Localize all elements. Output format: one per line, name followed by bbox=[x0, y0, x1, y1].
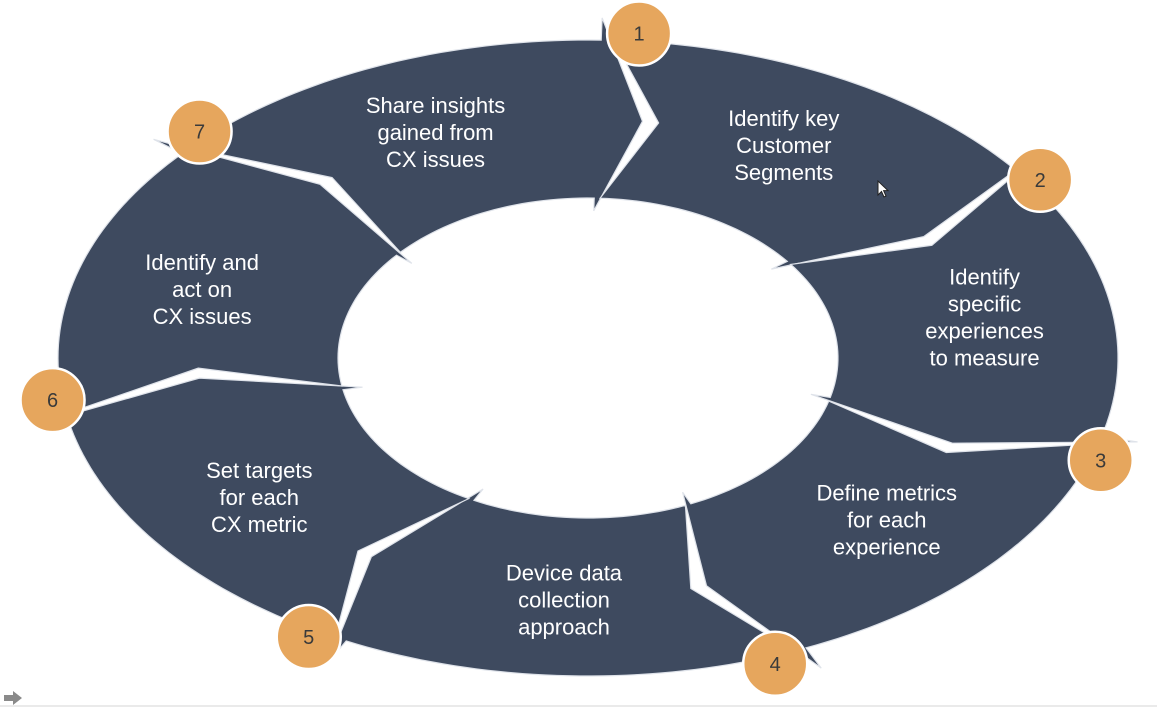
step-2-label-line: experiences bbox=[925, 319, 1044, 344]
step-badge-circle bbox=[275, 603, 342, 671]
ring-segment-step-2 bbox=[789, 171, 1138, 444]
ring-segment-step-7 bbox=[188, 17, 644, 254]
step-6-label-line: CX issues bbox=[153, 304, 252, 329]
mouse-pointer-icon bbox=[877, 179, 890, 198]
step-badge-number: 1 bbox=[634, 23, 645, 45]
ring-segment-step-5 bbox=[31, 377, 471, 639]
step-2-label-line: Identify bbox=[949, 265, 1020, 290]
step-badge-number: 7 bbox=[194, 122, 205, 144]
step-badge-circle bbox=[166, 98, 233, 165]
step-5-label-line: Set targets bbox=[206, 458, 312, 483]
step-3-label-line: Define metrics bbox=[816, 481, 957, 506]
step-3-label-line: experience bbox=[833, 535, 941, 560]
step-4-label-line: Device data bbox=[506, 561, 623, 586]
step-7-label-line: gained from bbox=[377, 120, 493, 145]
step-5-label-line: CX metric bbox=[211, 512, 308, 537]
step-badge-circle bbox=[1067, 427, 1134, 494]
ring-segments bbox=[31, 17, 1138, 677]
ring-segment-step-6 bbox=[57, 138, 413, 415]
step-2-badge: 2 bbox=[1006, 146, 1074, 214]
step-badge-number: 6 bbox=[47, 390, 58, 412]
step-7-badge: 7 bbox=[166, 98, 233, 165]
step-3-label-line: for each bbox=[847, 508, 927, 533]
step-badge-circle bbox=[1006, 146, 1074, 214]
step-1-label-line: Identify key bbox=[728, 106, 839, 131]
step-badge-circle bbox=[605, 0, 673, 67]
step-6-label-line: Identify and bbox=[145, 250, 259, 275]
step-2-label-line: specific bbox=[948, 292, 1021, 317]
step-5-label-line: for each bbox=[220, 485, 300, 510]
ring-segment-step-4 bbox=[328, 488, 797, 677]
step-6-badge: 6 bbox=[19, 366, 86, 434]
step-1-badge: 1 bbox=[605, 0, 673, 67]
step-7-label-line: Share insights bbox=[366, 93, 505, 118]
step-badges: 7 1 2 3 4 5 6 bbox=[19, 0, 1134, 698]
step-badge-number: 2 bbox=[1035, 170, 1046, 192]
step-3-badge: 3 bbox=[1067, 427, 1134, 494]
ring-segment-step-3 bbox=[682, 400, 1100, 669]
step-4-badge: 4 bbox=[741, 630, 809, 698]
ring-segment-step-1 bbox=[598, 39, 1041, 270]
step-4-label-line: collection bbox=[518, 588, 610, 613]
step-badge-number: 5 bbox=[303, 627, 314, 649]
step-badge-circle bbox=[741, 630, 809, 698]
arrow-right-icon[interactable] bbox=[4, 691, 22, 705]
step-5-badge: 5 bbox=[275, 603, 342, 671]
step-badge-number: 3 bbox=[1095, 450, 1106, 472]
step-4-label-line: approach bbox=[518, 615, 610, 640]
step-7-label-line: CX issues bbox=[386, 147, 485, 172]
step-1-label-line: Segments bbox=[734, 160, 833, 185]
step-badge-number: 4 bbox=[770, 654, 781, 676]
step-6-label-line: act on bbox=[172, 277, 232, 302]
step-badge-circle bbox=[19, 366, 86, 434]
step-1-label-line: Customer bbox=[736, 133, 831, 158]
step-2-label-line: to measure bbox=[930, 346, 1040, 371]
